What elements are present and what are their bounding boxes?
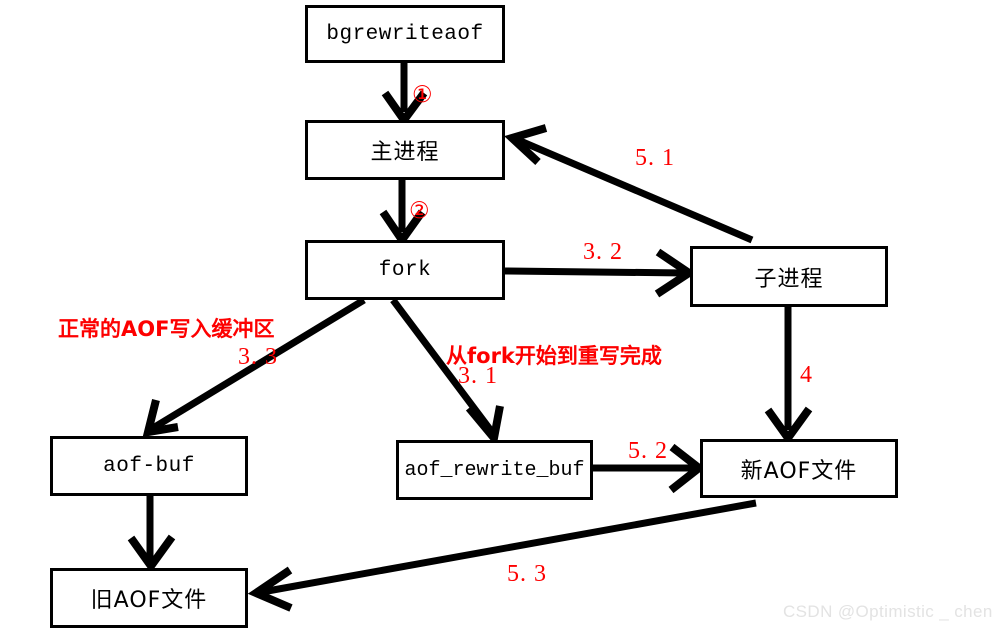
edge-new-aof-file-to-old-aof-file — [247, 499, 757, 612]
edge-note-aof-buf-write: 正常的AOF写入缓冲区 — [58, 317, 275, 341]
node-label: bgrewriteaof — [326, 22, 484, 46]
node-label: fork — [378, 258, 432, 282]
edge-aof-buf-to-old-aof-file — [127, 496, 176, 573]
node-new-aof-file[interactable]: 新AOF文件 — [700, 439, 898, 498]
edge-label-step-1: ① — [412, 82, 433, 108]
edge-label-step-5-2: 5. 2 — [628, 438, 668, 464]
node-main-process[interactable]: 主进程 — [305, 120, 505, 180]
node-label: 旧AOF文件 — [90, 588, 208, 613]
edge-label-step-3-3: 3. 3 — [238, 344, 278, 370]
node-child-process[interactable]: 子进程 — [690, 246, 888, 307]
edge-label-step-2: ② — [409, 198, 430, 224]
edge-child-process-to-main-process — [504, 124, 754, 244]
node-label: aof_rewrite_buf — [404, 458, 585, 482]
node-bgrewriteaof[interactable]: bgrewriteaof — [305, 5, 505, 63]
edge-label-step-3-2: 3. 2 — [583, 239, 623, 265]
node-label: 子进程 — [754, 266, 824, 292]
edge-label-step-5-1: 5. 1 — [635, 145, 675, 171]
node-label: aof-buf — [103, 454, 195, 478]
node-aof-buf[interactable]: aof-buf — [50, 436, 248, 496]
edge-label-step-3-1: 3. 1 — [458, 363, 498, 389]
node-aof-rewrite-buf[interactable]: aof_rewrite_buf — [396, 440, 593, 500]
node-old-aof-file[interactable]: 旧AOF文件 — [50, 568, 248, 628]
edge-label-step-4: 4 — [800, 362, 813, 388]
edge-note-fork-to-rewrite-done: 从fork开始到重写完成 — [446, 344, 662, 368]
node-label: 主进程 — [370, 140, 440, 165]
node-label: 新AOF文件 — [740, 458, 858, 484]
csdn-watermark: CSDN @Optimistic _ chen — [783, 602, 993, 621]
node-fork[interactable]: fork — [305, 240, 505, 300]
edge-label-step-5-3: 5. 3 — [507, 561, 547, 587]
